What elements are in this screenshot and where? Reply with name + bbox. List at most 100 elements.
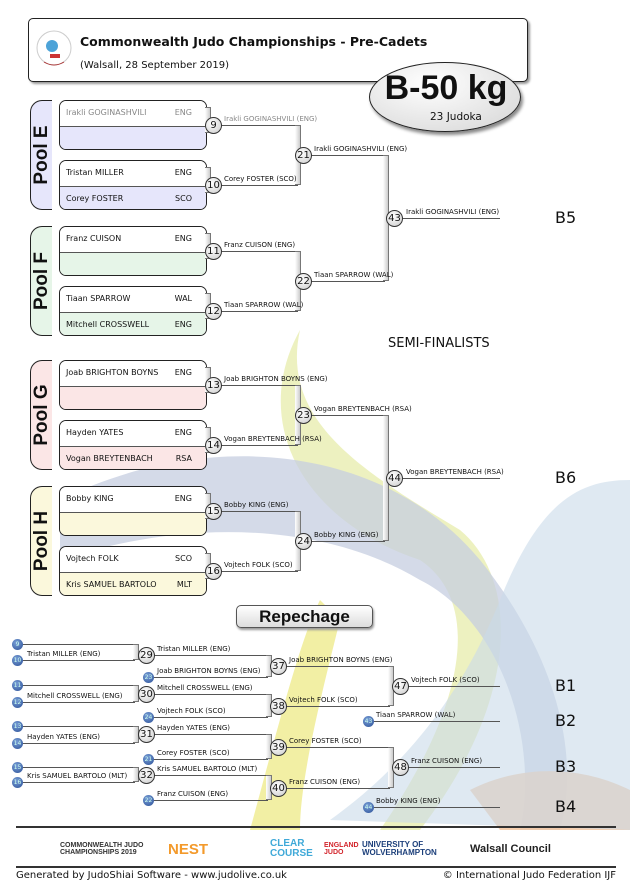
pool-tab: Pool H: [30, 486, 52, 596]
seed-marker: 23: [143, 672, 154, 683]
match-number[interactable]: 37: [270, 658, 287, 675]
copyright: © International Judo Federation IJF: [442, 870, 616, 881]
match-number[interactable]: 24: [295, 533, 312, 550]
pool-label: Pool E: [30, 125, 52, 185]
winner-name: Corey FOSTER (SCO): [224, 175, 297, 183]
winner-name: Hayden YATES (ENG): [157, 724, 230, 732]
competitor-country: ENG: [174, 108, 192, 117]
winner-name: Irakli GOGINASHVILI (ENG): [406, 208, 500, 216]
competitor-name: Tristan MILLER: [66, 168, 124, 177]
bracket-line: [373, 807, 500, 808]
competitor-country: ENG: [174, 234, 192, 243]
judoka-count: 23 Judoka: [430, 111, 482, 123]
match-number[interactable]: 14: [205, 437, 222, 454]
competitor-country: RSA: [175, 454, 192, 463]
competitor-name: Bobby KING: [66, 494, 114, 503]
seed-marker: 21: [143, 754, 154, 765]
pool-label: Pool G: [30, 384, 52, 446]
bracket-line: [22, 726, 135, 727]
match-number[interactable]: 44: [386, 470, 403, 487]
place-label: B6: [555, 468, 577, 487]
winner-name: Joab BRIGHTON BOYNS (ENG): [224, 375, 328, 383]
match-number[interactable]: 16: [205, 563, 222, 580]
bracket-line: [212, 125, 298, 126]
match-number[interactable]: 13: [205, 377, 222, 394]
competitor-name: Hayden YATES: [66, 428, 124, 437]
match-number[interactable]: 38: [270, 697, 287, 715]
place-label: B3: [555, 757, 577, 776]
match-number[interactable]: 12: [205, 303, 222, 320]
bracket-line: [154, 734, 268, 735]
competitor-country: ENG: [174, 494, 192, 503]
competitor-name: Franz CUISON: [66, 234, 122, 243]
match-number[interactable]: 21: [295, 147, 312, 164]
winner-name: Irakli GOGINASHVILI (ENG): [314, 145, 408, 153]
bracket-line: [153, 759, 268, 760]
match-number[interactable]: 31: [138, 726, 155, 743]
competitor-country: WAL: [174, 294, 192, 303]
pool-label: Pool H: [30, 510, 52, 572]
event-title: Commonwealth Judo Championships - Pre-Ca…: [80, 34, 428, 49]
bracket-line: [212, 445, 298, 446]
competitor-country: ENG: [174, 320, 192, 329]
pool-entry: Franz CUISON ENG: [60, 227, 206, 252]
winner-name: Mitchell CROSSWELL (ENG): [27, 692, 123, 700]
bracket-line: [153, 800, 268, 801]
pool-entry: [60, 252, 206, 275]
bracket-line: [22, 782, 135, 783]
pool-label: Pool F: [30, 251, 52, 311]
match-number[interactable]: 23: [295, 407, 312, 424]
footer-divider: [16, 826, 616, 828]
match-number[interactable]: 48: [392, 759, 409, 776]
match-number[interactable]: 40: [270, 779, 287, 797]
pool-entry: Vogan BREYTENBACH RSA: [60, 446, 206, 469]
bracket-line: [22, 685, 135, 686]
winner-name: Vojtech FOLK (SCO): [157, 707, 226, 715]
competitor-name: Vogan BREYTENBACH: [66, 454, 153, 463]
match-number[interactable]: 47: [392, 677, 409, 695]
competitor-name: Kris SAMUEL BARTOLO: [66, 580, 157, 589]
match-number[interactable]: 22: [295, 273, 312, 290]
category-badge: B-50 kg 23 Judoka: [369, 62, 521, 132]
match-number[interactable]: 10: [205, 177, 222, 194]
winner-name: Joab BRIGHTON BOYNS (ENG): [157, 667, 261, 675]
match-number[interactable]: 30: [138, 686, 155, 703]
winner-name: Vojtech FOLK (SCO): [289, 695, 358, 704]
place-label: B4: [555, 797, 577, 816]
match-number[interactable]: 32: [138, 767, 155, 784]
repechage-button[interactable]: Repechage: [236, 605, 373, 628]
bracket-line: [212, 311, 298, 312]
bracket-line: [286, 666, 390, 667]
place-label: B2: [555, 711, 577, 730]
bracket-line: [22, 660, 135, 661]
bracket-line: [408, 767, 500, 768]
pool-entry: [60, 512, 206, 535]
match-number[interactable]: 39: [270, 738, 287, 756]
seed-marker: 16: [12, 777, 23, 788]
winner-name: Tiaan SPARROW (WAL): [224, 301, 304, 309]
winner-name: Tiaan SPARROW (WAL): [376, 711, 456, 719]
bracket-line: [286, 705, 390, 707]
match-number[interactable]: 15: [205, 503, 222, 520]
match-number[interactable]: 11: [205, 243, 222, 260]
bracket-line: [373, 721, 500, 722]
seed-marker: 43: [363, 716, 374, 727]
winner-name: Franz CUISON (ENG): [224, 241, 296, 249]
match-number[interactable]: 29: [138, 647, 155, 664]
match-number[interactable]: 43: [386, 210, 403, 227]
sponsor-logo: UNIVERSITY OF WOLVERHAMPTON: [362, 840, 437, 857]
bracket-line: [305, 155, 385, 156]
match-number[interactable]: 9: [205, 117, 222, 134]
bracket-line: [154, 655, 268, 656]
bracket-line: [212, 511, 298, 512]
winner-name: Vojtech FOLK (SCO): [411, 675, 480, 684]
